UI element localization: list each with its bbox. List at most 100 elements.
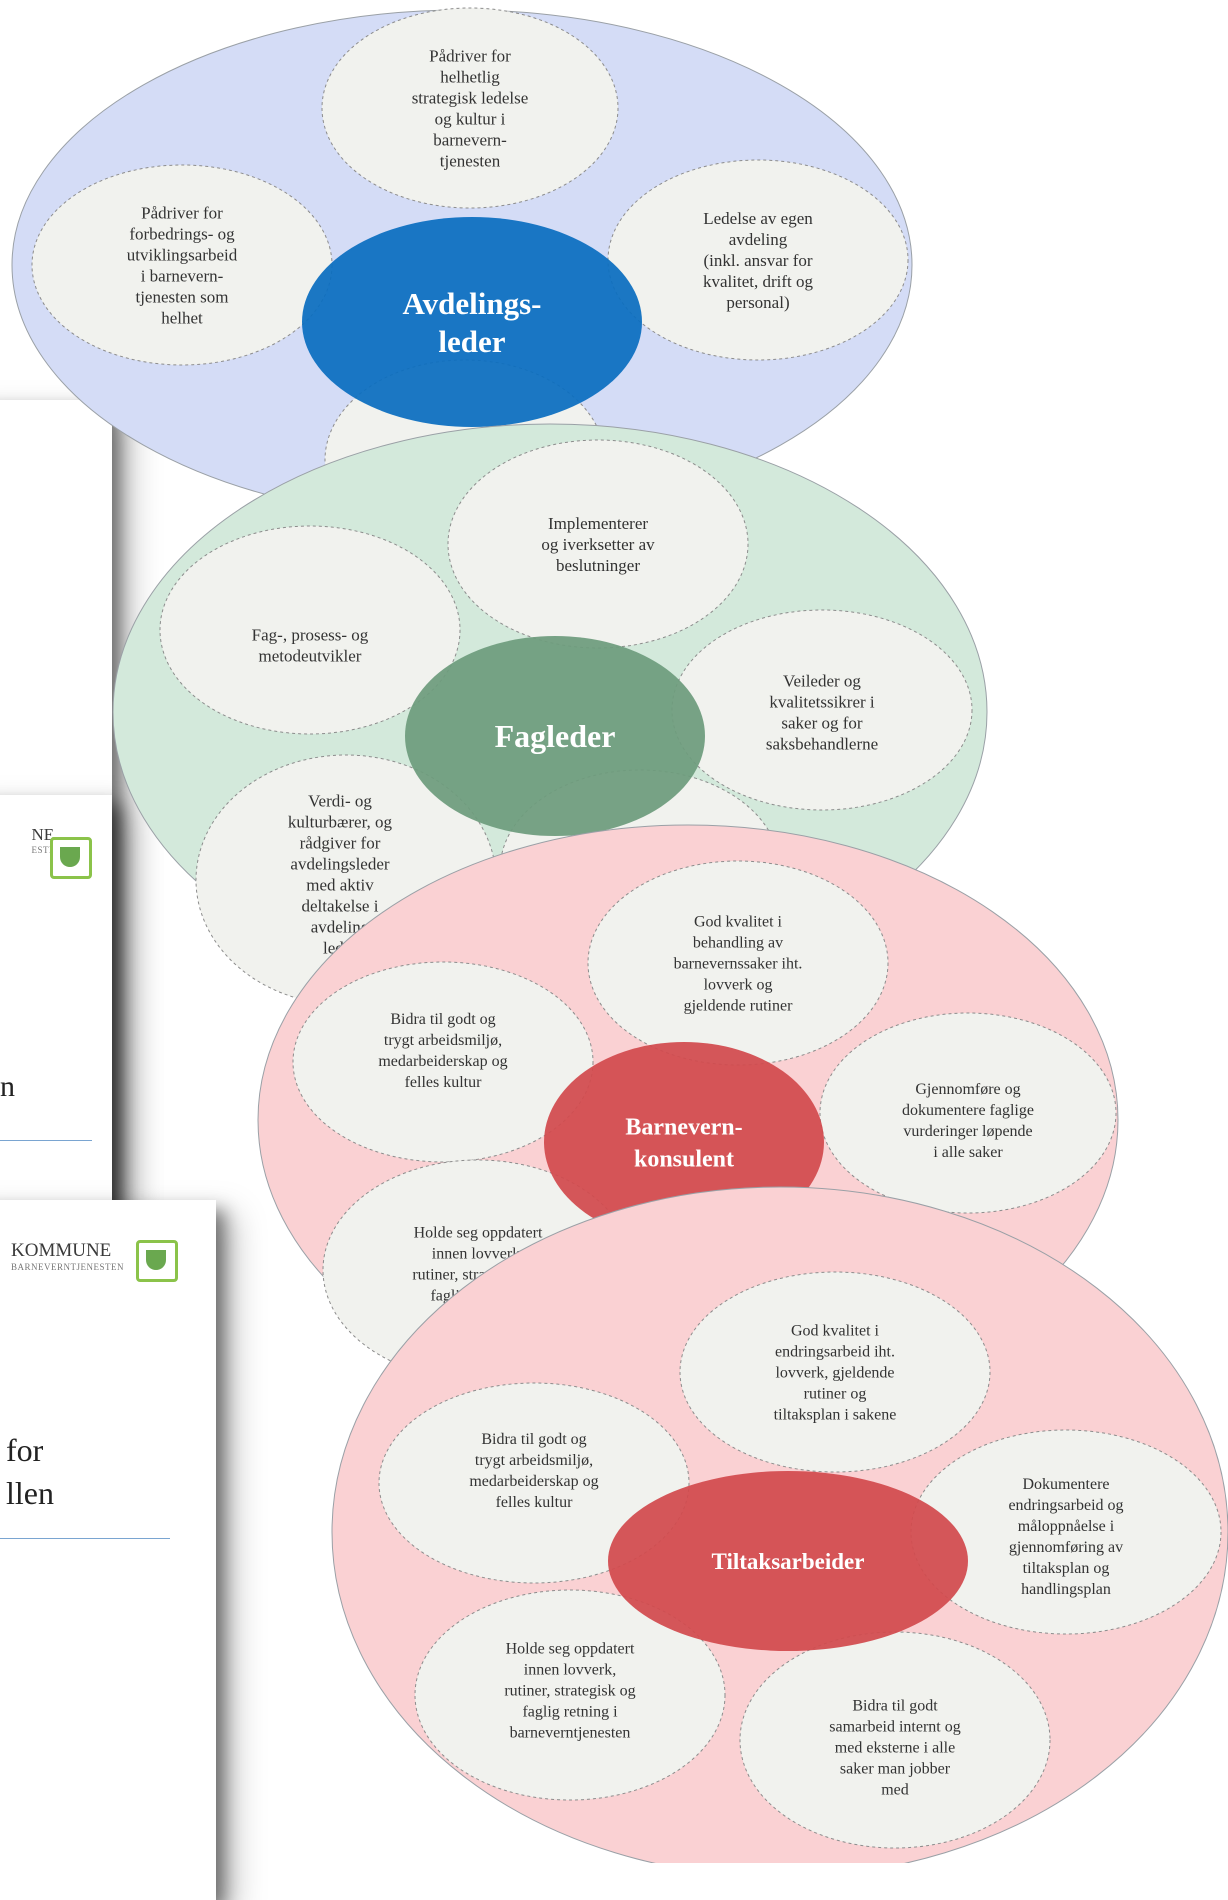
responsibility-text-line: Bidra til godt og — [481, 1431, 586, 1448]
responsibility-petal — [447, 439, 749, 649]
responsibility-text-line: gjeldende rutiner — [684, 998, 794, 1015]
responsibility-text: Ledelse av egen avdeling (inkl. ansvar for… — [703, 209, 814, 312]
responsibility-text-line: (inkl. ansvar for — [703, 251, 812, 270]
responsibility-text-line: lovverk og — [704, 977, 773, 994]
responsibility-text-line: og kultur i — [435, 109, 506, 128]
role-title-line: Barnevern- — [625, 1114, 742, 1140]
responsibility-text-line: måloppnåelse i — [1018, 1518, 1115, 1535]
responsibility-text-line: felles kultur — [405, 1074, 483, 1091]
responsibility-text-line: tjenesten — [440, 151, 501, 170]
responsibility-text-line: innen lovverk, — [432, 1246, 524, 1263]
responsibility-text-line: Ledelse av egen — [703, 209, 813, 228]
responsibility-text-line: avdeling — [311, 917, 370, 936]
responsibility-text-line: Veileder og — [783, 671, 861, 690]
responsibility-text-line: faglig retning i — [522, 1704, 618, 1721]
municipal-crest-icon — [50, 837, 92, 879]
responsibility-text-line: med — [881, 1782, 909, 1799]
responsibility-text: Implementerer og iverksetter av beslutning… — [541, 514, 655, 575]
responsibility-text-line: Pådriver for — [429, 46, 511, 65]
role-title-line: Tiltaksarbeider — [712, 1549, 865, 1574]
responsibility-text-line: kvalitet, drift og — [703, 272, 814, 291]
responsibility-text-line: rutiner og — [804, 1386, 867, 1403]
document-brand: NE ESTEN — [31, 825, 62, 855]
responsibility-text-line: saksbehandlerne — [766, 734, 878, 753]
responsibility-text-line: felles kultur — [496, 1494, 574, 1511]
responsibility-text-line: dokumentere faglige — [902, 1102, 1034, 1119]
responsibility-text-line: avdelingsleder — [290, 854, 389, 873]
responsibility-text-line: saker og for — [781, 713, 863, 732]
responsibility-petal — [159, 525, 461, 735]
responsibility-text-line: avdeling — [729, 230, 788, 249]
responsibility-text-line: behandling av — [693, 935, 783, 952]
document-title-line-1: for — [6, 1432, 44, 1468]
responsibility-text-line: God kvalitet i — [791, 1323, 880, 1340]
responsibility-text-line: helhetlig — [440, 67, 500, 86]
role-title: Tiltaksarbeider — [712, 1549, 865, 1574]
responsibility-text: Bidra til godt og trygt arbeidsmiljø, meda… — [378, 1011, 507, 1091]
responsibility-text: Pådriver for helhetlig strategisk ledelse o… — [412, 46, 529, 170]
responsibility-text-line: medarbeiderskap og — [469, 1473, 598, 1490]
responsibility-text-line: Verdi- og — [308, 791, 372, 810]
responsibility-text-line: beslutninger — [556, 556, 640, 575]
responsibility-text-line: utviklingsarbeid — [127, 245, 238, 264]
responsibility-petal — [910, 1429, 1222, 1635]
title-underline — [0, 1140, 92, 1141]
responsibility-text-line: tiltaksplan i sakene — [774, 1407, 897, 1424]
responsibility-text-line: strategisk ledelse — [412, 88, 529, 107]
role-title: Fagleder — [495, 718, 616, 754]
responsibility-text-line: trygt arbeidsmiljø, — [384, 1032, 502, 1049]
responsibility-petal — [321, 7, 619, 209]
responsibility-petal — [679, 1271, 991, 1473]
responsibility-text: Holde seg oppdatert innen lovverk, rutiner… — [504, 1641, 635, 1742]
responsibility-text-line: Fag-, prosess- og — [252, 625, 369, 644]
document-title-line-2: llen — [6, 1475, 54, 1511]
responsibility-text-line: handlingsplan — [1021, 1581, 1111, 1598]
responsibility-text-line: med aktiv — [306, 875, 374, 894]
responsibility-text: Bidra til godt samarbeid internt og med ek… — [829, 1698, 961, 1799]
responsibility-text-line: lovverk, gjeldende — [775, 1365, 894, 1382]
role-title: Barnevern-konsulent — [625, 1114, 742, 1172]
responsibility-text-line: helhet — [161, 308, 203, 327]
responsibility-text-line: og iverksetter av — [541, 535, 655, 554]
responsibility-text-line: Implementerer — [548, 514, 648, 533]
responsibility-text-line: forbedrings- og — [129, 224, 235, 243]
responsibility-text-line: barneverntjenesten — [510, 1725, 631, 1742]
responsibility-text-line: Gjennomføre og — [915, 1081, 1020, 1098]
responsibility-text-line: tiltaksplan og — [1023, 1560, 1110, 1577]
responsibility-text-line: Holde seg oppdatert — [506, 1641, 635, 1658]
responsibility-text-line: innen lovverk, — [524, 1662, 616, 1679]
responsibility-text: Veileder og kvalitetssikrer i saker og for… — [766, 671, 878, 753]
responsibility-text-line: endringsarbeid og — [1008, 1497, 1123, 1514]
responsibility-text-line: deltakelse i — [302, 896, 379, 915]
responsibility-text-line: medarbeiderskap og — [378, 1053, 507, 1070]
role-title-line: Avdelings- — [403, 286, 542, 321]
responsibility-text-line: endringsarbeid iht. — [775, 1344, 895, 1361]
responsibility-text-line: barnevernssaker iht. — [674, 956, 803, 973]
title-underline — [0, 1538, 170, 1539]
background-document-page-2: NE ESTEN n — [0, 795, 112, 1265]
responsibility-text-line: rutiner, strategisk og — [504, 1683, 635, 1700]
responsibility-text: God kvalitet i behandling av barnevernssak… — [674, 914, 803, 1015]
responsibility-text-line: Pådriver for — [141, 203, 223, 222]
document-title: n — [0, 1070, 15, 1103]
responsibility-text-line: Bidra til godt og — [390, 1011, 495, 1028]
responsibility-text: Pådriver for forbedrings- og utviklingsarb… — [127, 203, 238, 327]
responsibility-text-line: God kvalitet i — [694, 914, 783, 931]
responsibility-text-line: samarbeid internt og — [829, 1719, 961, 1736]
responsibility-text-line: Bidra til godt — [852, 1698, 938, 1715]
role-center-circle — [302, 217, 642, 427]
responsibility-text-line: Dokumentere — [1022, 1476, 1109, 1493]
responsibility-text-line: metodeutvikler — [259, 646, 362, 665]
responsibility-text-line: saker man jobber — [840, 1761, 951, 1778]
responsibility-text-line: kvalitetssikrer i — [769, 692, 875, 711]
responsibility-text-line: barnevern- — [433, 130, 507, 149]
responsibility-text-line: personal) — [726, 293, 789, 312]
role-cluster-avdelingsleder: Pådriver for helhetlig strategisk ledelse o… — [11, 7, 913, 561]
responsibility-text-line: med eksterne i alle — [835, 1740, 955, 1757]
role-title-line: konsulent — [634, 1146, 734, 1172]
responsibility-petal — [378, 1382, 690, 1584]
